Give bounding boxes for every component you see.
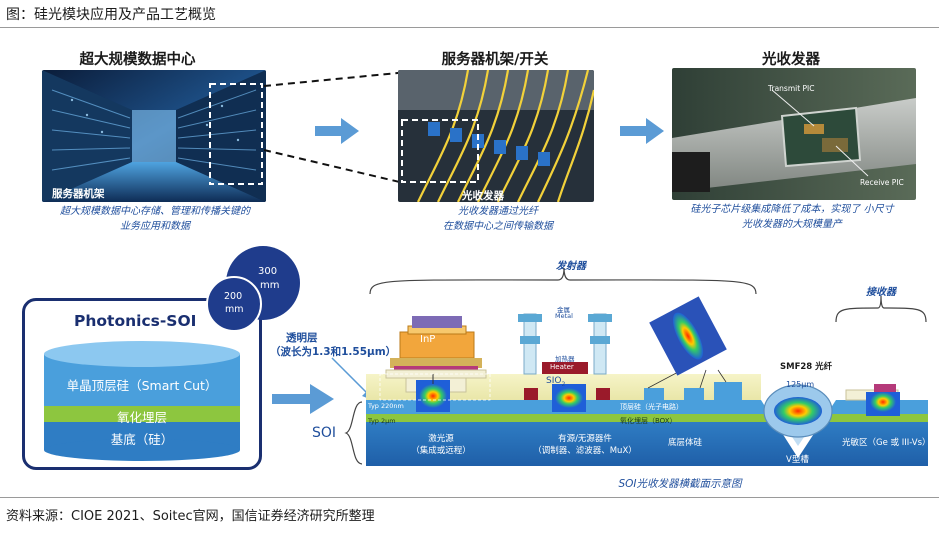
- flow-arrow-2: [620, 118, 664, 144]
- v-groove-label: V型槽: [786, 455, 809, 465]
- rack-title: 服务器机架/开关: [441, 52, 549, 68]
- transmitter-label: 发射器: [556, 261, 586, 272]
- typ220-label: Typ 220nm: [368, 402, 404, 410]
- substrate-label: 底层体硅: [668, 438, 703, 448]
- fiber-size-label: 125μm: [786, 380, 815, 389]
- transceiver-photo: [672, 68, 916, 200]
- top-divider: [0, 27, 939, 28]
- layer-bottom-label: 基底（硅）: [110, 432, 174, 447]
- devices-sub: （调制器、滤波器、MuX）: [533, 446, 637, 456]
- laser-source-label: 激光源: [428, 434, 454, 444]
- datacenter-tag: 服务器机架: [52, 188, 105, 200]
- metal-cn-label: 金属: [557, 306, 570, 314]
- datacenter-caption-line1: 超大规模数据中心存储、管理和传播关键的: [60, 206, 250, 217]
- flow-arrow-1: [315, 118, 359, 144]
- bottom-divider: [0, 497, 939, 498]
- transceiver-caption-line1: 硅光子芯片级集成降低了成本，实现了 小尺寸: [690, 204, 894, 215]
- wafer-300-value: 300: [258, 266, 278, 277]
- top-si-label: 顶层硅（光子电路）: [620, 403, 683, 411]
- datacenter-title: 超大规模数据中心: [79, 52, 196, 68]
- receiver-brace: [835, 295, 927, 323]
- photonics-soi-title: Photonics-SOI: [74, 312, 197, 330]
- receive-pic-label: Receive PIC: [860, 178, 904, 187]
- detector-label: 光敏区（Ge 或 III-Vs）: [842, 438, 931, 448]
- wafer-200-value: 200: [224, 291, 243, 302]
- figure-title: 图：硅光模块应用及产品工艺概览: [6, 7, 216, 23]
- transceiver-caption: 硅光子芯片级集成降低了成本，实现了 小尺寸 光收发器的大规模量产: [672, 202, 912, 232]
- metal-en-label: Metal: [555, 312, 573, 320]
- fiber-label: SMF28 光纤: [780, 362, 833, 372]
- transceiver-caption-line2: 光收发器的大规模量产: [742, 219, 842, 230]
- wafer-200-unit: mm: [225, 304, 244, 315]
- soi-label: SOI: [312, 425, 337, 441]
- transceiver-title: 光收发器: [762, 52, 820, 68]
- heater-label: Heater: [550, 363, 574, 371]
- laser-source-sub: （集成或远程）: [411, 446, 471, 456]
- soi-flow-arrow: [272, 384, 334, 414]
- sio2-subscript: 2: [561, 380, 566, 388]
- inp-label: InP: [420, 334, 436, 345]
- layer-mid-label: 氧化埋层: [116, 410, 167, 425]
- datacenter-caption: 超大规模数据中心存储、管理和传播关键的 业务应用和数据: [40, 204, 270, 234]
- zoom-dashed-lines: [263, 71, 409, 185]
- sio2-text: SIO: [546, 376, 562, 386]
- devices-label: 有源/无源器件: [558, 434, 612, 444]
- heater-cn-label: 加热器: [555, 355, 575, 363]
- transmit-pic-label: Transmit PIC: [768, 84, 815, 93]
- sio2-label: SIO2: [546, 376, 565, 388]
- rack-photo: [398, 70, 594, 202]
- typ2-label: Typ 2μm: [368, 417, 396, 425]
- layer-top-label: 单晶顶层硅（Smart Cut）: [66, 378, 218, 393]
- wafer-300-unit: mm: [260, 280, 280, 291]
- rack-caption: 光收发器通过光纤 在数据中心之间传输数据: [400, 204, 596, 234]
- soi-wafer-stack: [44, 341, 240, 461]
- cross-section-caption: SOI光收发器横截面示意图: [618, 478, 742, 490]
- datacenter-photo: [42, 70, 266, 202]
- soi-cross-section: [366, 296, 928, 466]
- wafer-200-circle: [206, 276, 262, 332]
- soi-brace: [344, 401, 363, 465]
- box-label: 氧化埋层（BOX）: [620, 417, 677, 425]
- datacenter-caption-line2: 业务应用和数据: [120, 221, 190, 232]
- rack-caption-line2: 在数据中心之间传输数据: [443, 221, 553, 232]
- rack-tag: 光收发器: [462, 190, 504, 202]
- wavelength-label: （波长为1.3和1.55μm）: [270, 346, 397, 358]
- transmitter-brace: [369, 267, 757, 295]
- rack-caption-line1: 光收发器通过光纤: [458, 206, 538, 217]
- receiver-label: 接收器: [866, 287, 896, 298]
- transparent-layer-label: 透明层: [286, 332, 318, 344]
- source-note: 资料来源：CIOE 2021、Soitec官网，国信证券经济研究所整理: [6, 509, 375, 524]
